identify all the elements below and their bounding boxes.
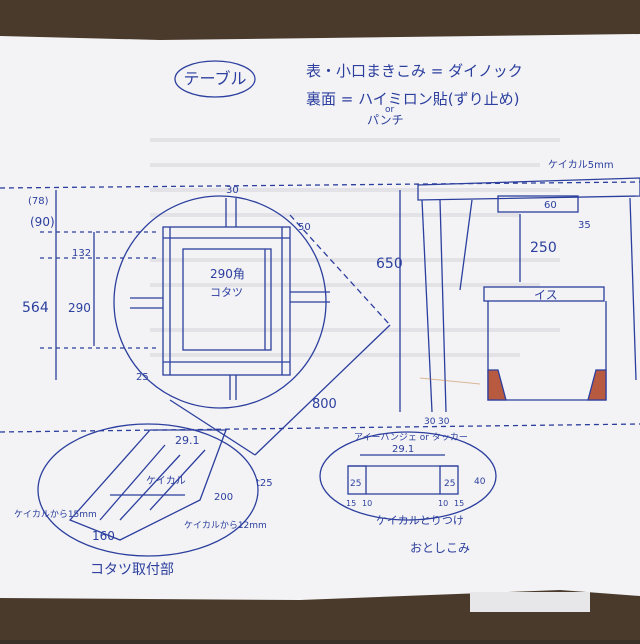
kotatsu-291: 29.1 (175, 434, 200, 447)
kotatsu-box (497, 195, 579, 213)
elev-60: 60 (544, 200, 557, 211)
kotatsu-oval (37, 423, 259, 557)
chair-body (487, 301, 607, 401)
dashed-line-bottom (0, 423, 640, 433)
connector-800 (254, 324, 391, 456)
kotatsu-note-right: ケイカルから12mm (184, 520, 267, 531)
table-top (417, 177, 640, 201)
detail-center: 290角 (210, 267, 245, 281)
note-surface: 表・小口まきこみ = ダイノック (306, 62, 523, 80)
chair-leg-left (487, 369, 507, 401)
elev-250: 250 (530, 240, 557, 256)
detail-bottom: 25 (136, 372, 149, 383)
title-oval (174, 60, 256, 98)
detail-top: 30 (226, 185, 239, 196)
note-back-alt: パンチ (367, 113, 404, 127)
dim-132: 132 (72, 248, 91, 259)
section-b10b: 10 (438, 499, 448, 508)
kotatsu-160: 160 (92, 529, 115, 543)
elev-35: 35 (578, 220, 591, 231)
section-header: アイーバンジェ or タッカー (354, 432, 468, 443)
connector-upper (289, 214, 391, 326)
section-r40: 40 (474, 477, 486, 487)
elev-label: ケイカル5mm (548, 159, 614, 171)
section-caption: おとしこみ (410, 541, 470, 555)
table-leg-left (421, 199, 433, 413)
kotatsu-200: 200 (214, 492, 233, 503)
section-b15b: 15 (454, 499, 464, 508)
section-291: 29.1 (392, 444, 414, 455)
connector-lower (169, 399, 256, 456)
dim-290: 290 (68, 301, 91, 315)
kotatsu-mid: ケイカル (146, 475, 186, 487)
elev-b2: 30 (438, 417, 450, 427)
paper-sheet (0, 34, 640, 600)
frame-inner (182, 248, 272, 351)
bleed-through-text (150, 138, 560, 357)
dim-90: (90) (30, 215, 55, 229)
dim-564: 564 (22, 300, 49, 316)
note-back: 裏面 = ハイミロン貼(ずり止め) (306, 90, 520, 108)
kotatsu-t25: t25 (256, 478, 273, 489)
section-l25: 25 (350, 479, 361, 489)
chair-label: イス (534, 288, 558, 302)
section-b10a: 10 (362, 499, 372, 508)
dashed-line-top (0, 181, 640, 189)
section-r25: 25 (444, 479, 455, 489)
section-b15a: 15 (346, 499, 356, 508)
dim-78: (78) (28, 196, 49, 207)
detail-right: 50 (298, 222, 311, 233)
diagonal-label: 800 (312, 397, 337, 412)
chair-seat (483, 286, 605, 302)
section-mid: ケイカルとりつけ (376, 514, 464, 527)
note-back-or: or (385, 105, 395, 115)
elev-b1: 30 (424, 417, 436, 427)
kotatsu-frame (68, 429, 227, 541)
title: テーブル (183, 69, 246, 88)
dim-650: 650 (376, 256, 403, 272)
section-oval (319, 431, 497, 521)
kotatsu-caption: コタツ取付部 (90, 562, 174, 578)
detail-center-sub: コタツ (210, 286, 243, 299)
chair-leg-right (587, 369, 607, 401)
scrap-paper (470, 592, 590, 612)
kotatsu-note-left: ケイカルから15mm (14, 509, 97, 520)
